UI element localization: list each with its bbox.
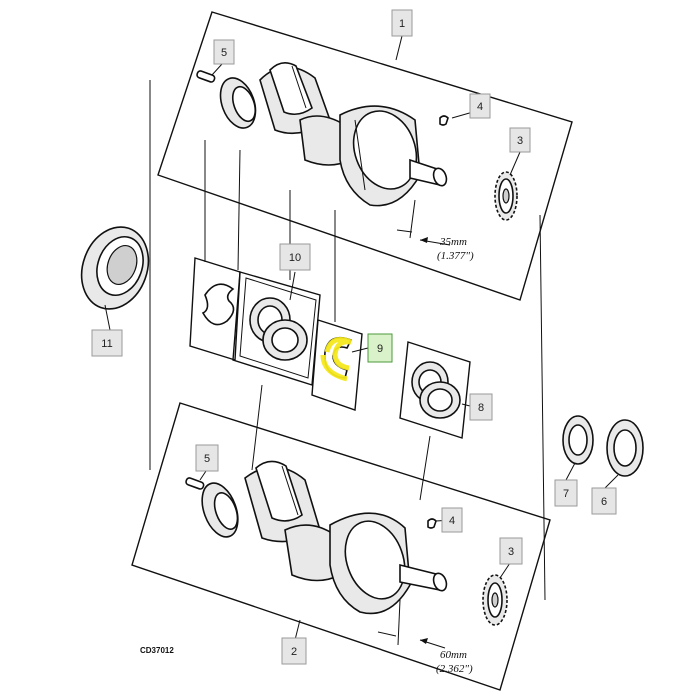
upper-dimension-imperial: (1.377") bbox=[437, 250, 474, 262]
lower-crankshaft-assembly: 60mm (2.362") bbox=[131, 402, 551, 691]
front-seal-6 bbox=[606, 419, 644, 477]
upper-dimension-metric: 35mm bbox=[439, 236, 467, 248]
lower-plane-outline bbox=[131, 402, 551, 691]
svg-text:4: 4 bbox=[477, 101, 483, 113]
upper-plane-outline bbox=[157, 11, 573, 301]
front-seal-7 bbox=[562, 415, 594, 465]
svg-text:2: 2 bbox=[291, 646, 297, 658]
lower-crankshaft bbox=[201, 460, 448, 615]
callout-11: 11 bbox=[91, 329, 123, 357]
callout-4-upper: 4 bbox=[469, 93, 491, 119]
svg-text:8: 8 bbox=[478, 402, 484, 414]
callout-8: 8 bbox=[469, 393, 493, 421]
svg-text:4: 4 bbox=[449, 515, 455, 527]
figure-reference-code: CD37012 bbox=[140, 646, 174, 655]
svg-text:5: 5 bbox=[221, 47, 227, 59]
callout-1: 1 bbox=[391, 9, 413, 37]
svg-text:11: 11 bbox=[101, 338, 112, 350]
svg-text:10: 10 bbox=[289, 252, 301, 264]
connecting-rod-bearing-panel-8 bbox=[399, 341, 471, 439]
callout-3-upper: 3 bbox=[509, 127, 531, 153]
callout-5-lower: 5 bbox=[195, 444, 219, 472]
lower-dowel-pin bbox=[185, 477, 205, 490]
svg-text:3: 3 bbox=[517, 135, 523, 147]
lower-timing-gear bbox=[482, 574, 508, 626]
callout-4-lower: 4 bbox=[441, 507, 463, 533]
lower-woodruff-key bbox=[427, 518, 437, 529]
upper-woodruff-key bbox=[439, 115, 449, 126]
svg-text:3: 3 bbox=[508, 546, 514, 558]
upper-dimension: 35mm (1.377") bbox=[396, 199, 474, 262]
lower-dimension-imperial: (2.362") bbox=[436, 663, 473, 675]
upper-crankshaft-assembly: 35mm (1.377") bbox=[157, 11, 573, 301]
upper-dowel-pin bbox=[196, 70, 216, 83]
leader-lines bbox=[104, 35, 619, 641]
callout-10: 10 bbox=[279, 243, 311, 271]
upper-crankshaft bbox=[219, 62, 448, 207]
lower-dimension-metric: 60mm bbox=[440, 649, 467, 661]
callout-5-upper: 5 bbox=[213, 39, 235, 65]
svg-text:7: 7 bbox=[563, 488, 569, 500]
callout-9: 9 bbox=[367, 333, 393, 363]
callout-6: 6 bbox=[591, 487, 617, 515]
callout-7: 7 bbox=[554, 479, 578, 507]
callout-2: 2 bbox=[281, 637, 307, 665]
thrust-washer-panel-9 bbox=[311, 319, 363, 411]
main-bearing-panel-10 bbox=[232, 271, 321, 386]
svg-text:6: 6 bbox=[601, 496, 607, 508]
callout-3-lower: 3 bbox=[499, 537, 523, 565]
svg-text:1: 1 bbox=[399, 18, 405, 30]
highlight-part-9 bbox=[320, 337, 352, 382]
upper-timing-gear bbox=[494, 171, 518, 221]
lower-dimension: 60mm (2.362") bbox=[377, 599, 473, 675]
rear-oil-seal bbox=[80, 226, 150, 310]
svg-text:5: 5 bbox=[204, 453, 210, 465]
thrust-washer-panel bbox=[189, 257, 241, 361]
svg-text:9: 9 bbox=[377, 343, 383, 355]
